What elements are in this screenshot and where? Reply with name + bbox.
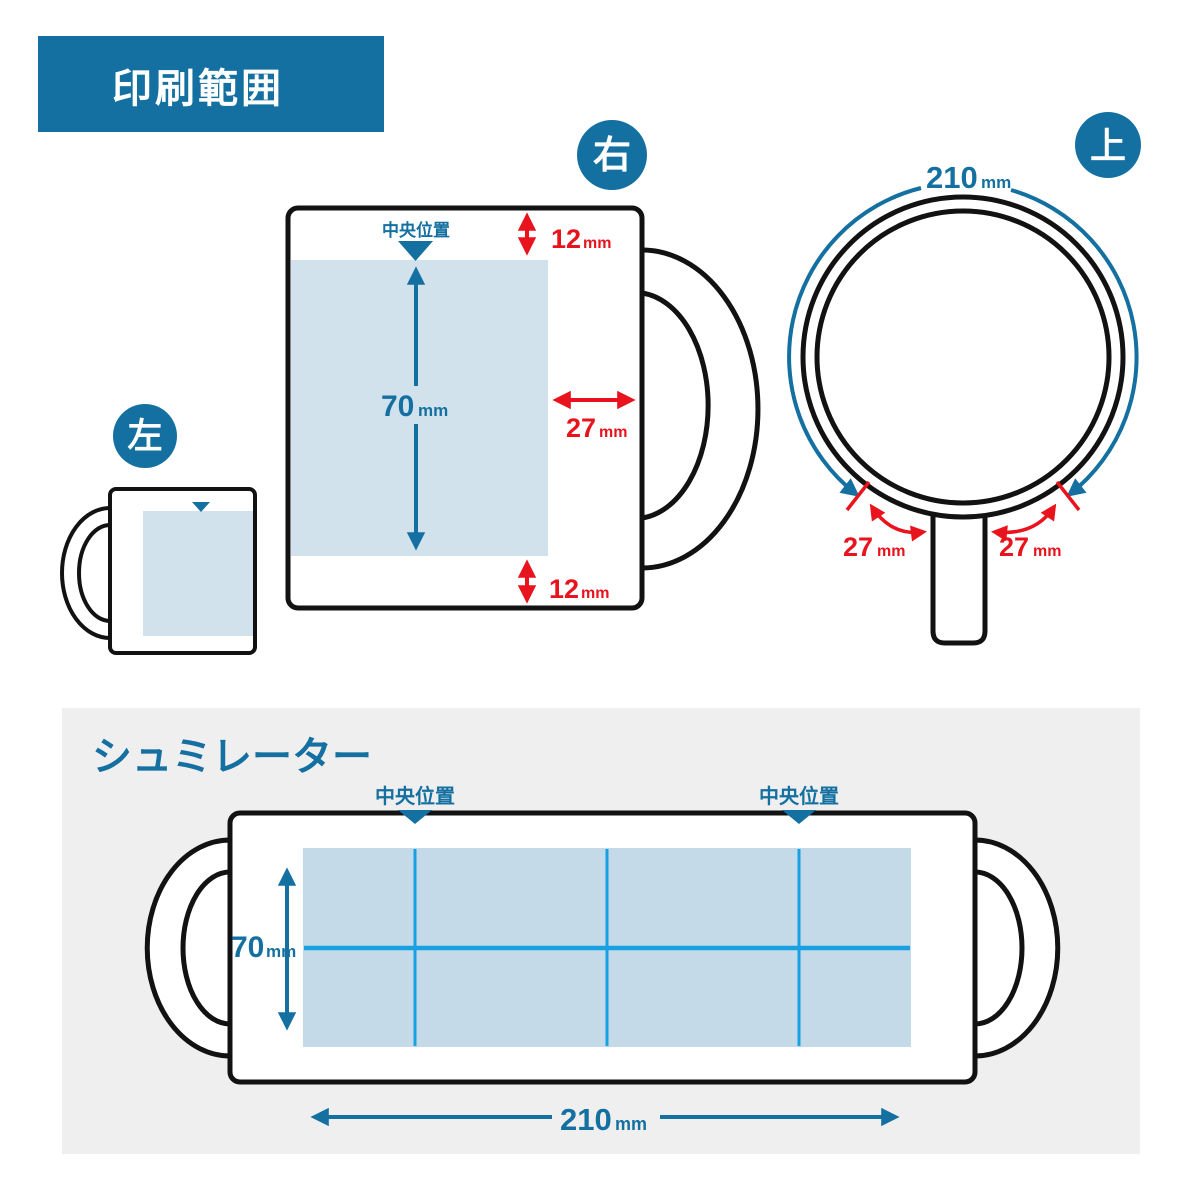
top-circumference-arc-right xyxy=(1010,188,1139,497)
right-view-badge xyxy=(577,120,647,190)
top-view: 上 210 mm 27 mm 27 mm xyxy=(787,112,1141,646)
simulator-print-width-unit: mm xyxy=(615,1114,647,1134)
top-view-handle xyxy=(930,502,988,646)
top-view-rim-inner xyxy=(814,208,1112,506)
simulator-center-position-label-1: 中央位置 xyxy=(375,784,455,808)
top-circumference-arc-left xyxy=(787,186,922,497)
top-print-limit-tick-left xyxy=(845,480,871,512)
top-view-badge xyxy=(1075,112,1141,178)
simulator-handle-left-inner xyxy=(180,869,231,1027)
right-mug-print-area xyxy=(291,260,548,556)
simulator-print-width-value: 210 xyxy=(560,1102,612,1137)
top-handle-margin-arrow-right xyxy=(990,503,1057,542)
top-handle-margin-left-unit: mm xyxy=(877,543,905,560)
right-bottom-margin-unit: mm xyxy=(581,585,609,602)
right-side-margin-unit: mm xyxy=(599,424,627,441)
top-print-limit-tick-right xyxy=(1055,480,1081,512)
left-view-badge xyxy=(113,404,177,468)
right-top-margin-value: 12 xyxy=(551,224,581,254)
right-view-badge-label: 右 xyxy=(593,135,631,177)
right-side-margin-value: 27 xyxy=(566,413,596,443)
top-handle-margin-right-unit: mm xyxy=(1033,543,1061,560)
header-banner xyxy=(38,36,384,132)
page-title: 印刷範囲 xyxy=(112,67,284,111)
top-view-badge-label: 上 xyxy=(1090,125,1126,166)
simulator-handle-right-inner xyxy=(974,869,1025,1027)
right-center-position-marker-icon xyxy=(398,241,433,261)
right-center-position-label: 中央位置 xyxy=(382,220,450,240)
top-handle-margin-right-value: 27 xyxy=(999,532,1029,562)
right-print-height-unit: mm xyxy=(418,401,448,420)
right-mug-handle-inner xyxy=(641,290,711,521)
left-view: 左 xyxy=(60,404,257,655)
top-circumference-value: 210 xyxy=(926,160,978,195)
right-print-height-value: 70 xyxy=(381,390,414,423)
top-circumference-unit: mm xyxy=(981,173,1011,192)
top-handle-margin-arrow-left xyxy=(869,503,927,542)
left-center-position-marker-icon xyxy=(192,502,210,512)
simulator-center-position-marker-icon-1 xyxy=(398,810,432,824)
right-bottom-margin-value: 12 xyxy=(549,574,579,604)
simulator-print-height-value: 70 xyxy=(231,931,264,964)
simulator-print-height-unit: mm xyxy=(266,942,296,961)
right-view: 右 中央位置 70 mm 12 mm 27 mm 12 mm xyxy=(285,120,761,611)
left-view-badge-label: 左 xyxy=(127,417,162,456)
right-top-margin-unit: mm xyxy=(583,235,611,252)
simulator-title: シュミレーター xyxy=(92,735,372,779)
simulator-center-position-label-2: 中央位置 xyxy=(759,784,839,808)
left-mug-print-area xyxy=(143,511,253,636)
top-handle-margin-left-value: 27 xyxy=(843,532,873,562)
left-mug-handle-inner xyxy=(77,523,111,623)
simulator-center-position-marker-icon-2 xyxy=(782,810,816,824)
simulator-section: シュミレーター 中央位置 中央位置 70 mm 210 mm xyxy=(62,708,1140,1154)
